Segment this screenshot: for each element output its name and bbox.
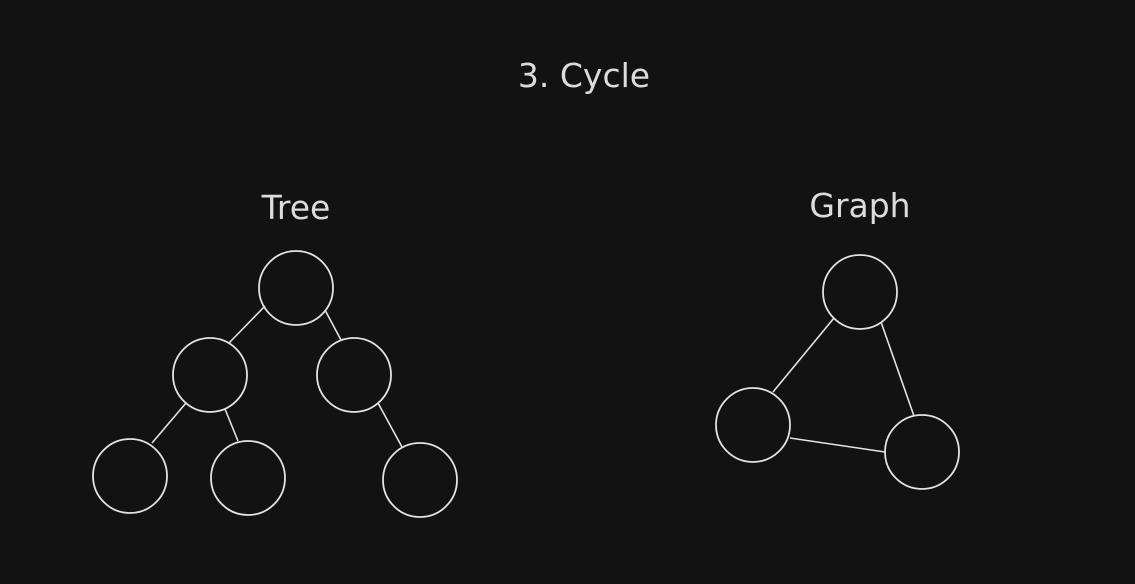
tree-edge-left-leftleaf	[151, 402, 187, 444]
graph-node-right	[884, 414, 960, 490]
tree-label: Tree	[261, 188, 331, 227]
tree-edge-left-midleaf	[224, 408, 239, 442]
graph-label: Graph	[809, 186, 910, 225]
graph-edge-left-right	[789, 437, 886, 453]
graph-diagram: Graph	[715, 186, 960, 490]
graph-edge-top-right	[880, 321, 915, 417]
tree-node-left	[172, 337, 248, 413]
tree-node-leaf-left	[92, 438, 168, 514]
tree-diagram: Tree	[92, 188, 458, 518]
graph-node-left	[715, 387, 791, 463]
tree-edge-root-right	[324, 309, 342, 341]
graph-edge-top-left	[772, 317, 835, 393]
graph-node-top	[822, 254, 898, 330]
tree-node-leaf-middle	[210, 440, 286, 516]
tree-node-root	[258, 250, 334, 326]
tree-node-right	[316, 337, 392, 413]
page-title: 3. Cycle	[518, 56, 650, 95]
tree-node-leaf-right	[382, 442, 458, 518]
tree-edge-root-left	[228, 305, 266, 344]
tree-edge-right-rightleaf	[377, 402, 403, 448]
